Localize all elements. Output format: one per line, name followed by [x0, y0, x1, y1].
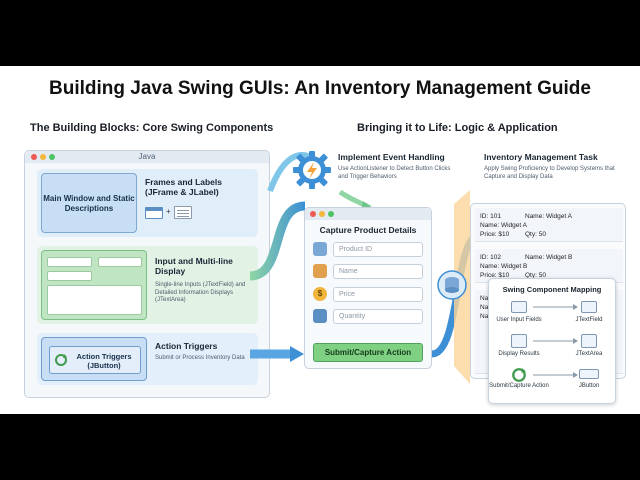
- mapping-right-label: JButton: [578, 383, 600, 389]
- jbutton-shape: Action Triggers (JButton): [49, 346, 141, 374]
- maximize-dot-icon: [49, 154, 55, 160]
- quantity-input[interactable]: Quantity: [333, 309, 423, 324]
- close-dot-icon: [31, 154, 37, 160]
- name-input[interactable]: Name: [333, 264, 423, 279]
- record-partial-label: Nam: [480, 304, 494, 311]
- record-name-2: Name: Widget B: [480, 263, 528, 270]
- mapping-right-label: JTextField: [575, 317, 603, 323]
- main-window-preview: Main Window and Static Descriptions: [41, 173, 137, 233]
- textfield-preview-2: [98, 257, 142, 267]
- action-triggers-panel: Action Triggers (JButton) Action Trigger…: [37, 333, 258, 385]
- input-display-panel: Input and Multi-line Display Single-line…: [37, 246, 258, 324]
- record-id: ID: 101: [480, 213, 501, 220]
- jbutton-preview: Action Triggers (JButton): [41, 337, 147, 381]
- record-price: Price: $10: [480, 272, 510, 279]
- component-mapping-card: Swing Component Mapping User Input Field…: [488, 278, 616, 404]
- record-partial-label: Nam: [480, 313, 494, 320]
- right-section-heading: Bringing it to Life: Logic & Application: [357, 122, 558, 134]
- java-window: Java Main Window and Static Descriptions…: [24, 150, 270, 398]
- textfield-preview-1: [47, 257, 92, 267]
- database-icon: [437, 270, 467, 300]
- form-title: Capture Product Details: [319, 225, 417, 235]
- input-fields-icon: [511, 301, 527, 313]
- action-triggers-title: Action Triggers: [155, 341, 218, 351]
- stack-icon: [313, 309, 327, 323]
- trigger-arrowhead: [290, 346, 304, 362]
- record-qty: Qty: 50: [525, 231, 546, 238]
- inventory-task-title: Inventory Management Task: [484, 152, 598, 162]
- action-triggers-desc: Submit or Process Inventory Data: [155, 355, 245, 361]
- record-row: ID: 101 Name: Widget A Name: Widget A Pr…: [475, 208, 623, 242]
- event-handling-desc: Use ActionListener to Detect Button Clic…: [338, 166, 451, 180]
- record-name: Name: Widget A: [525, 213, 572, 220]
- mapping-arrows: [533, 304, 578, 378]
- inventory-task-desc: Apply Swing Proficiency to Develop Syste…: [484, 166, 615, 180]
- mapping-title: Swing Component Mapping: [502, 285, 602, 294]
- jlabel-icon: [174, 206, 192, 219]
- form-min-dot-icon: [319, 211, 325, 217]
- id-card-icon: [313, 242, 327, 256]
- page-title: Building Java Swing GUIs: An Inventory M…: [49, 78, 591, 99]
- record-price: Price: $10: [480, 231, 510, 238]
- top-letterbox: [0, 0, 640, 66]
- form-titlebar: [305, 208, 431, 220]
- jtextfield-icon: [581, 301, 597, 313]
- mapping-right-label: JTextArea: [575, 351, 603, 357]
- product-id-input[interactable]: Product ID: [333, 242, 423, 257]
- price-input[interactable]: Price: [333, 287, 423, 302]
- display-results-icon: [511, 334, 527, 348]
- dollar-icon: $: [313, 287, 327, 301]
- jbutton-icon: [579, 369, 599, 379]
- capture-form-window: Capture Product Details Product ID Name …: [304, 207, 432, 369]
- minimize-dot-icon: [40, 154, 46, 160]
- record-id: ID: 102: [480, 254, 501, 261]
- frames-labels-title: Frames and Labels (JFrame & JLabel): [145, 177, 223, 197]
- window-titlebar: Java: [25, 151, 269, 163]
- mapping-left-label: User Input Fields: [496, 317, 542, 323]
- textfield-preview-3: [47, 271, 92, 281]
- gear-lightning-icon: [293, 151, 331, 189]
- input-display-desc: Single-line Inputs (JTextField) and Deta…: [155, 282, 246, 303]
- diagram-canvas: Building Java Swing GUIs: An Inventory M…: [0, 66, 640, 414]
- plus-sign: +: [166, 207, 171, 216]
- window-title: Java: [138, 152, 156, 161]
- form-max-dot-icon: [328, 211, 334, 217]
- textarea-preview: [47, 285, 142, 315]
- input-display-title: Input and Multi-line Display: [155, 256, 233, 276]
- form-close-dot-icon: [310, 211, 316, 217]
- input-preview: [41, 250, 147, 320]
- submit-capture-button[interactable]: Submit/Capture Action: [313, 343, 423, 362]
- record-name: Name: Widget B: [525, 254, 573, 261]
- jbutton-label: Action Triggers (JButton): [76, 352, 132, 370]
- jtextarea-icon: [581, 334, 597, 348]
- record-qty: Qty: 50: [525, 272, 546, 279]
- refresh-icon: [55, 354, 67, 366]
- submit-action-icon: [512, 368, 526, 382]
- jframe-icon: [145, 207, 163, 219]
- mapping-left-label: Display Results: [498, 351, 540, 357]
- input-to-form-arrow: [249, 201, 306, 281]
- record-partial-label: Nam: [480, 295, 494, 302]
- main-window-label: Main Window and Static Descriptions: [43, 194, 135, 213]
- left-section-heading: The Building Blocks: Core Swing Componen…: [30, 122, 274, 134]
- mapping-left-label: Submit/Capture Action: [489, 383, 549, 389]
- box-icon: [313, 264, 327, 278]
- record-name-2: Name: Widget A: [480, 222, 527, 229]
- event-handling-title: Implement Event Handling: [338, 152, 445, 162]
- frames-labels-panel: Main Window and Static Descriptions Fram…: [37, 169, 258, 237]
- bottom-letterbox: [0, 414, 640, 480]
